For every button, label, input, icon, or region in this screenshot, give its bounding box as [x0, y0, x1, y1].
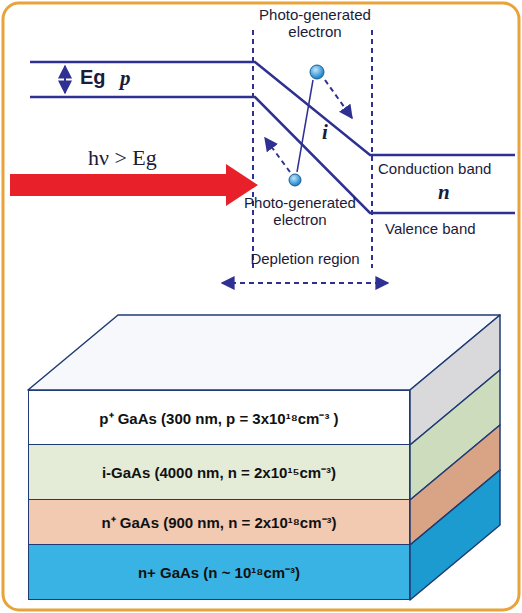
layer-text: n+ GaAs (n ~ 10¹⁸cm⁻³)	[138, 562, 300, 582]
excitation-line	[297, 80, 313, 172]
stack-faces	[28, 315, 500, 600]
side-face	[410, 470, 500, 600]
boundary-line	[252, 30, 254, 268]
electron-dot	[310, 65, 324, 79]
carrier-label: Photo-generated electron	[250, 6, 380, 41]
gap-label: Eg	[80, 66, 120, 89]
layer-text: p⁺ GaAs (300 nm, p = 3x10¹⁸cm⁻³ )	[99, 408, 338, 428]
carrier-label: Photo-generated electron	[235, 194, 365, 229]
layer-box: n+ GaAs (n ~ 10¹⁸cm⁻³)	[28, 545, 410, 600]
layer-box: n⁺ GaAs (900 nm, n = 2x10¹⁸cm⁻³)	[28, 500, 410, 545]
band-label: Valence band	[385, 220, 515, 237]
conduction-band-line	[30, 62, 515, 155]
drift-arrow	[265, 138, 290, 172]
depletion-arrow	[222, 282, 388, 284]
layer-box: i-GaAs (4000 nm, n = 2x10¹⁵cm⁻³)	[28, 445, 410, 500]
region-label: Depletion region	[240, 250, 370, 267]
region-label: p	[120, 66, 150, 90]
photon-label: hν > Eg	[88, 145, 228, 170]
light-arrow	[10, 164, 258, 206]
layer-text: i-GaAs (4000 nm, n = 2x10¹⁵cm⁻³)	[102, 462, 336, 482]
frame	[3, 3, 519, 610]
layer-text: n⁺ GaAs (900 nm, n = 2x10¹⁸cm⁻³)	[101, 512, 336, 532]
band-label: Conduction band	[378, 160, 518, 177]
region-label: i	[322, 120, 346, 144]
gap-arrow	[64, 66, 66, 93]
layer-box: p⁺ GaAs (300 nm, p = 3x10¹⁸cm⁻³ )	[28, 390, 410, 445]
region-label: n	[438, 180, 468, 204]
drift-arrow	[325, 80, 352, 118]
boundary-line	[371, 30, 373, 268]
hole-dot	[289, 174, 301, 186]
